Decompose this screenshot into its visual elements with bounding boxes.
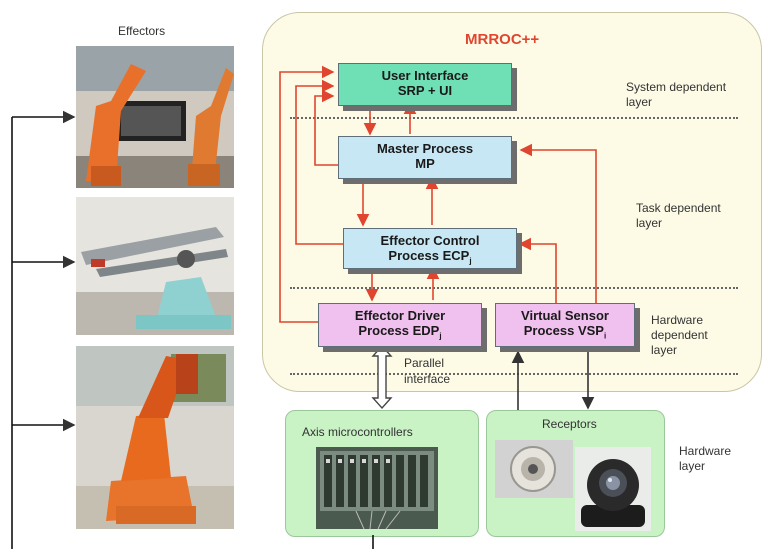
user-interface-box: User Interface SRP + UI bbox=[338, 63, 512, 106]
framework-title: MRROC++ bbox=[465, 31, 540, 48]
system-layer-label: System dependent layer bbox=[626, 80, 727, 109]
parallel-interface-label: Parallel interface bbox=[404, 356, 451, 386]
framework-hardware-separator bbox=[290, 373, 738, 375]
mp-line1: Master Process bbox=[376, 141, 474, 156]
edp-line1: Effector Driver bbox=[354, 308, 446, 323]
ecp-line1: Effector Control bbox=[380, 233, 480, 248]
master-process-box: Master Process MP bbox=[338, 136, 512, 179]
edp-line2: Process EDP bbox=[358, 323, 440, 338]
ecp-line2: Process ECP bbox=[388, 248, 470, 263]
robot-arms-lab-photo bbox=[76, 46, 234, 188]
hardware-layer-label: Hardware layer bbox=[679, 444, 732, 473]
receptors-label: Receptors bbox=[542, 417, 597, 431]
effector-control-process-box: Effector Control Process ECPj bbox=[343, 228, 517, 269]
pneumatic-manipulator-photo bbox=[76, 197, 234, 335]
axis-microcontrollers-label: Axis microcontrollers bbox=[302, 425, 413, 439]
ui-line1: User Interface bbox=[381, 68, 469, 83]
vsp-line2: Process VSP bbox=[523, 323, 604, 338]
system-task-separator bbox=[290, 117, 738, 119]
edp-subscript: j bbox=[439, 331, 442, 341]
orange-robot-arm-photo bbox=[76, 346, 234, 529]
ui-line2: SRP + UI bbox=[397, 83, 453, 98]
task-layer-label: Task dependent layer bbox=[636, 201, 721, 230]
task-hardware-separator bbox=[290, 287, 738, 289]
effector-driver-process-box: Effector Driver Process EDPj bbox=[318, 303, 482, 347]
vsp-line1: Virtual Sensor bbox=[521, 308, 609, 323]
controller-boards-photo bbox=[316, 447, 438, 529]
ptz-camera-photo bbox=[575, 447, 651, 531]
ecp-subscript: j bbox=[469, 256, 472, 266]
effectors-label: Effectors bbox=[118, 24, 166, 38]
virtual-sensor-process-box: Virtual Sensor Process VSPi bbox=[495, 303, 635, 347]
hardware-dependent-layer-label: Hardware dependent layer bbox=[651, 313, 708, 357]
vsp-subscript: i bbox=[603, 331, 607, 341]
sensor-lens-photo bbox=[495, 440, 573, 498]
mp-line2: MP bbox=[415, 156, 435, 171]
